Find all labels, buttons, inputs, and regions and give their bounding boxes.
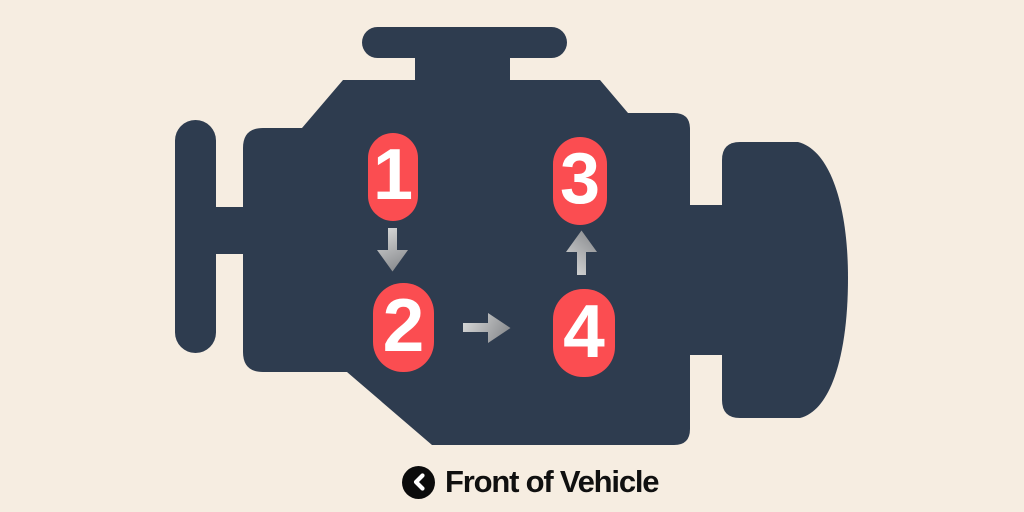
engine-block [243,80,690,445]
bell-housing [722,142,848,418]
chevron-left-icon [402,465,435,499]
cylinder-badge-2: 2 [373,283,434,372]
front-of-vehicle-label: Front of Vehicle [402,464,660,500]
cylinder-badge-4: 4 [553,289,615,377]
firing-arrow-1-to-2 [377,228,408,272]
cylinder-badge-1: 1 [368,133,418,221]
bell-housing-mount [682,205,726,355]
cylinder-badge-3: 3 [553,137,607,225]
cylinder-number: 2 [382,283,425,367]
firing-arrow-2-to-4 [463,313,511,343]
cylinder-number: 3 [559,139,601,219]
dipstick-handle [175,120,216,353]
oil-cap-bar [362,27,567,58]
cylinder-number: 1 [372,135,414,215]
cylinder-number: 4 [563,288,605,373]
front-of-vehicle-text: Front of Vehicle [445,464,660,499]
firing-arrow-4-to-3 [566,230,597,275]
